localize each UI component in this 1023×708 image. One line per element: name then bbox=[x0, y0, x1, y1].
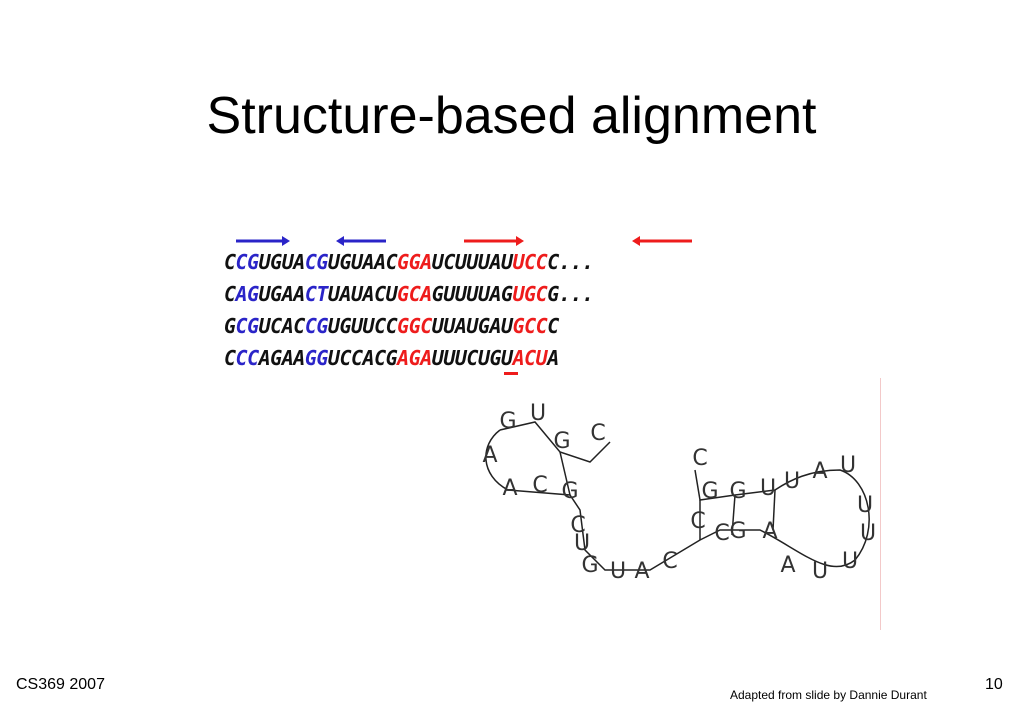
sequence-segment: GCC bbox=[512, 314, 548, 338]
footer-course: CS369 2007 bbox=[16, 676, 105, 693]
sequence-segment: UAUACU bbox=[327, 282, 398, 306]
sequence-segment: C bbox=[224, 250, 236, 274]
sequence-row-1: CCGUGUACGUGUAACGGAUCUUUAUUCCC... bbox=[224, 248, 594, 276]
sequence-segment: UUAUGAU bbox=[431, 314, 513, 338]
sequence-segment: C bbox=[224, 282, 236, 306]
sequence-segment: UGAA bbox=[258, 282, 306, 306]
helix-arrows bbox=[236, 236, 692, 246]
structure-base: C bbox=[590, 421, 605, 446]
sequence-segment: GGC bbox=[397, 314, 432, 338]
structure-base: A bbox=[482, 443, 497, 468]
sequence-segment: C bbox=[224, 346, 236, 370]
sequence-segment: ACU bbox=[512, 346, 548, 370]
structure-base: U bbox=[840, 453, 856, 478]
structure-base: C bbox=[692, 446, 707, 471]
sequence-segment: AG bbox=[235, 282, 260, 306]
sequence-segment: GCA bbox=[397, 282, 432, 306]
sequence-segment: C... bbox=[547, 250, 594, 274]
slide-title: Structure-based alignment bbox=[206, 87, 817, 145]
sequence-segment: GG bbox=[304, 346, 329, 370]
structure-base: G bbox=[561, 479, 578, 504]
sequence-segment: C bbox=[547, 314, 559, 338]
structure-base: C bbox=[570, 513, 585, 538]
structure-base: C bbox=[714, 521, 729, 546]
structure-base: U bbox=[784, 469, 800, 494]
structure-base: U bbox=[760, 476, 776, 501]
sequence-segment: CC bbox=[235, 346, 260, 370]
structure-base: U bbox=[530, 401, 546, 426]
sequence-row-4: CCCAGAAGGUCCACGAGAUUUCUGUACUA bbox=[224, 344, 559, 372]
blue-forward-arrow bbox=[236, 236, 290, 246]
sequence-segment: A bbox=[547, 346, 559, 370]
blue-reverse-arrow bbox=[336, 236, 386, 246]
sequence-segment: GUUUUAG bbox=[431, 282, 513, 306]
sequence-segment: UCAC bbox=[258, 314, 306, 338]
structure-base: G bbox=[499, 409, 516, 434]
sequence-segment: UCUUUAU bbox=[431, 250, 513, 274]
sequence-segment: UCC bbox=[512, 250, 548, 274]
structure-base: A bbox=[812, 459, 827, 484]
structure-base: G bbox=[701, 479, 718, 504]
sequence-segment: G bbox=[224, 314, 236, 338]
red-forward-arrow bbox=[464, 236, 524, 246]
sequence-segment: G... bbox=[547, 282, 594, 306]
footer-credit: Adapted from slide by Dannie Durant bbox=[730, 688, 927, 702]
structure-base: C bbox=[690, 509, 705, 534]
sequence-segment: AGA bbox=[397, 346, 432, 370]
sequence-row-3: GCGUCACCGUGUUCCGGCUUAUGAUGCCC bbox=[224, 312, 559, 340]
structure-base: A bbox=[780, 553, 795, 578]
sequence-segment: UGUUCC bbox=[327, 314, 398, 338]
mismatch-underline bbox=[504, 372, 518, 375]
structure-base: U bbox=[857, 493, 873, 518]
sequence-row-2: CAGUGAACTUAUACUGCAGUUUUAGUGCG... bbox=[224, 280, 594, 308]
sequence-segment: CG bbox=[235, 314, 260, 338]
sequence-segment: CG bbox=[235, 250, 260, 274]
structure-base: U bbox=[574, 531, 590, 556]
page-number: 10 bbox=[985, 676, 1003, 693]
structure-base: G bbox=[553, 429, 570, 454]
sequence-segment: UUUCUGU bbox=[431, 346, 513, 370]
structure-base: U bbox=[860, 521, 876, 546]
structure-base: U bbox=[842, 549, 858, 574]
structure-base: A bbox=[634, 559, 649, 584]
sequence-segment: UGUA bbox=[258, 250, 306, 274]
sequence-segment: CG bbox=[304, 250, 329, 274]
structure-base: A bbox=[762, 519, 777, 544]
red-reverse-arrow bbox=[632, 236, 692, 246]
sequence-segment: CT bbox=[304, 282, 329, 306]
sequence-segment: UGUAAC bbox=[327, 250, 398, 274]
structure-base: U bbox=[610, 559, 626, 584]
structure-base: C bbox=[662, 549, 677, 574]
structure-base: G bbox=[729, 479, 746, 504]
slide-divider bbox=[880, 378, 881, 630]
sequence-segment: UGC bbox=[512, 282, 548, 306]
sequence-segment: GGA bbox=[397, 250, 432, 274]
structure-base: U bbox=[812, 559, 828, 584]
structure-base: C bbox=[532, 473, 547, 498]
sequence-segment: CG bbox=[304, 314, 329, 338]
structure-base: G bbox=[581, 553, 598, 578]
sequence-segment: AGAA bbox=[258, 346, 306, 370]
sequence-segment: UCCACG bbox=[327, 346, 398, 370]
structure-base: G bbox=[729, 519, 746, 544]
structure-base: A bbox=[502, 476, 517, 501]
sequence-alignment: CCGUGUACGUGUAACGGAUCUUUAUUCCC... CAGUGAA… bbox=[224, 230, 784, 380]
